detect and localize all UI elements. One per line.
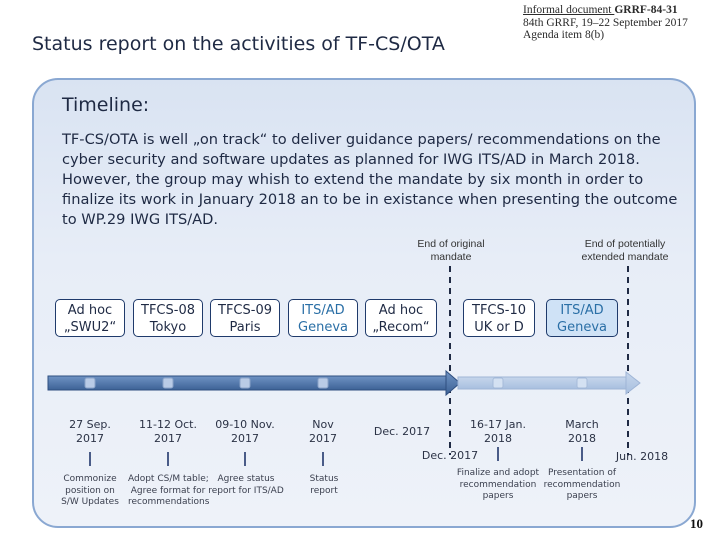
- desc-line: Agree format for: [130, 485, 206, 496]
- event-description: Finalize and adopt recommendation papers: [452, 468, 544, 503]
- desc-line: Commonize: [63, 474, 117, 484]
- event-label: Geneva: [557, 320, 607, 335]
- event-label: „Recom“: [372, 320, 430, 335]
- doc-line-1: Informal document GRRF-84-31: [523, 4, 688, 17]
- event-label: Tokyo: [149, 320, 187, 335]
- timeline-arrow-extended: [625, 370, 641, 396]
- doc-code: GRRF-84-31: [614, 4, 678, 16]
- desc-line: papers: [566, 491, 598, 501]
- date-line: 09-10 Nov.: [215, 418, 275, 431]
- end-original-mandate-label: End of original mandate: [417, 238, 485, 263]
- page-title: Status report on the activities of TF-CS…: [32, 33, 445, 55]
- event-label: Paris: [229, 320, 261, 335]
- event-date: March 2018: [542, 418, 622, 446]
- event-date: Dec. 2017: [362, 425, 442, 439]
- doc-line-3: Agenda item 8(b): [523, 29, 605, 41]
- desc-line: S/W Updates: [61, 497, 119, 507]
- event-label: UK or D: [474, 320, 524, 335]
- event-box-itsad-march: ITS/AD Geneva: [546, 299, 618, 337]
- date-line: 2018: [484, 432, 512, 445]
- desc-line: report for ITS/AD: [208, 485, 284, 496]
- event-label: TFCS-08: [141, 303, 195, 318]
- marker-dec-2017: Dec. 2017: [421, 449, 479, 462]
- desc-line: position on: [65, 485, 115, 496]
- desc-line: recommendation: [543, 479, 621, 490]
- event-box-adhoc-recom: Ad hoc „Recom“: [365, 299, 437, 337]
- desc-line: Presentation of: [547, 468, 617, 478]
- desc-line: Adopt CS/M table;: [128, 474, 209, 484]
- date-line: 2017: [154, 432, 182, 445]
- desc-line: Agree status: [217, 474, 275, 484]
- event-date: Nov 2017: [288, 418, 358, 446]
- timeline-arrow-original: [445, 369, 461, 397]
- desc-line: recommendation: [459, 479, 537, 490]
- end-extended-mandate-label: End of potentially extended mandate: [581, 238, 669, 263]
- page-number: 10: [690, 516, 703, 531]
- status-paragraph: TF-CS/OTA is well „on track“ to deliver …: [62, 131, 678, 228]
- desc-line: papers: [482, 491, 514, 501]
- timeline-heading: Timeline:: [62, 94, 150, 116]
- event-date: 27 Sep. 2017: [55, 418, 125, 446]
- event-date: 16-17 Jan. 2018: [458, 418, 538, 446]
- event-box-tfcs10: TFCS-10 UK or D: [463, 299, 535, 337]
- marker-jun-2018: Jun. 2018: [615, 450, 669, 463]
- event-description: Commonize position on S/W Updates: [55, 474, 125, 509]
- date-line: 2017: [231, 432, 259, 445]
- event-box-adhoc-swu2: Ad hoc „SWU2“: [55, 299, 125, 337]
- desc-line: recommendations: [128, 497, 210, 507]
- date-line: Dec. 2017: [373, 425, 431, 438]
- event-label: TFCS-10: [472, 303, 526, 318]
- event-date: 09-10 Nov. 2017: [205, 418, 285, 446]
- desc-line: Finalize and adopt: [456, 468, 540, 478]
- event-box-tfcs09: TFCS-09 Paris: [210, 299, 280, 337]
- event-description: Adopt CS/M table; Agree format for recom…: [128, 474, 210, 509]
- date-line: 11-12 Oct.: [139, 418, 197, 431]
- doc-line-2: 84th GRRF, 19–22 September 2017: [523, 16, 688, 29]
- desc-line: Status: [309, 474, 339, 484]
- event-description: Agree status report for ITS/AD: [208, 474, 284, 497]
- date-line: March: [565, 418, 599, 431]
- event-label: „SWU2“: [63, 320, 117, 335]
- timeline-bar-extended: [457, 376, 627, 390]
- event-label: Ad hoc: [67, 303, 113, 318]
- date-line: 27 Sep.: [69, 418, 111, 431]
- event-date: 11-12 Oct. 2017: [133, 418, 203, 446]
- document-reference: Informal document GRRF-84-31 84th GRRF, …: [523, 4, 688, 42]
- event-description: Presentation of recommendation papers: [538, 468, 626, 503]
- date-line: Nov: [312, 418, 334, 431]
- date-line: 2017: [76, 432, 104, 445]
- event-description: Status report: [294, 474, 354, 497]
- event-label: ITS/AD: [301, 303, 345, 318]
- event-label: TFCS-09: [218, 303, 272, 318]
- date-line: 2017: [309, 432, 337, 445]
- event-box-tfcs08: TFCS-08 Tokyo: [133, 299, 203, 337]
- desc-line: report: [310, 485, 338, 496]
- date-line: 2018: [568, 432, 596, 445]
- date-line: 16-17 Jan.: [470, 418, 526, 431]
- event-label: ITS/AD: [560, 303, 604, 318]
- event-label: Geneva: [298, 320, 348, 335]
- doc-prefix: Informal document: [523, 4, 615, 16]
- event-box-itsad-nov: ITS/AD Geneva: [288, 299, 358, 337]
- event-label: Ad hoc: [378, 303, 424, 318]
